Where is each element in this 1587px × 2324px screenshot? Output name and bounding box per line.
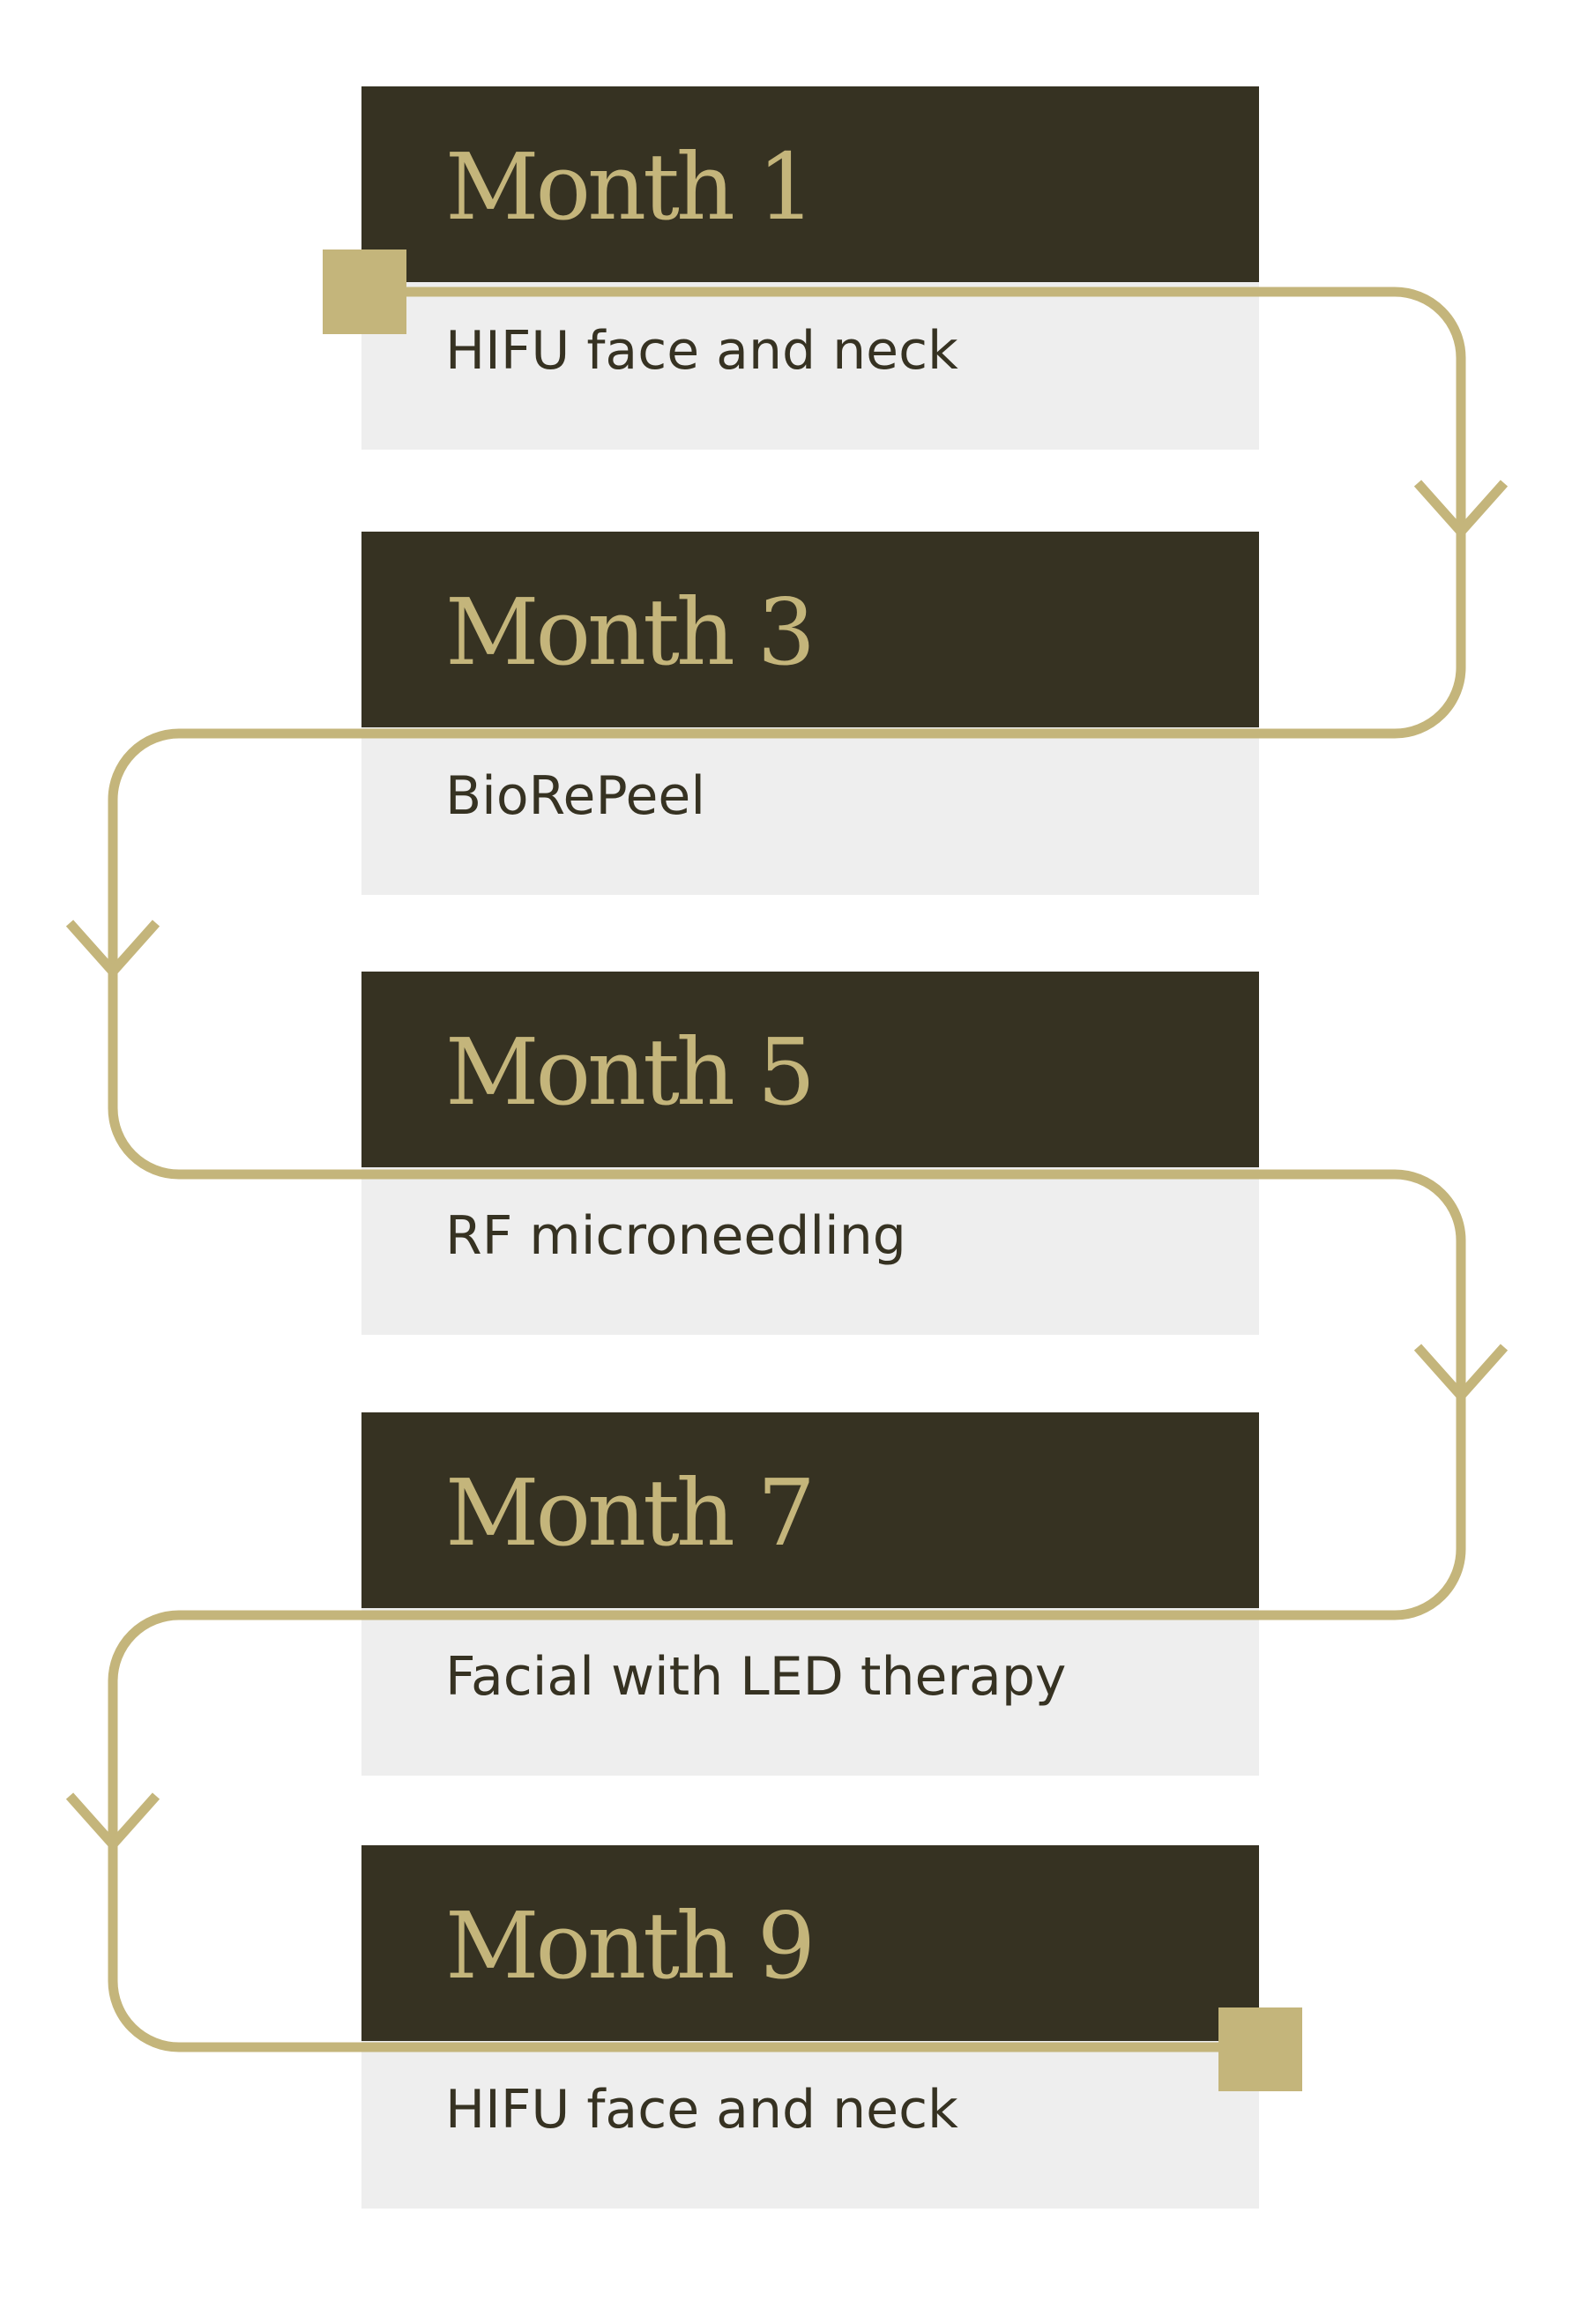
step-body: BioRePeel [361,727,1259,895]
step-header: Month 3 [361,532,1259,727]
step-treatment: HIFU face and neck [445,320,958,382]
step-treatment: RF microneedling [445,1205,906,1267]
step-header: Month 5 [361,972,1259,1167]
end-marker-icon [1218,2007,1302,2091]
step-body: HIFU face and neck [361,282,1259,450]
step-body: RF microneedling [361,1167,1259,1335]
step-month: Month 5 [445,1018,816,1126]
step-treatment: BioRePeel [445,765,705,827]
step-header: Month 1 [361,86,1259,282]
step-header: Month 9 [361,1845,1259,2041]
arrow-down-icon [1413,480,1509,540]
step-month: Month 1 [445,133,816,241]
arrow-down-icon [65,1792,160,1852]
step-treatment: Facial with LED therapy [445,1646,1067,1708]
connector-path [108,287,1466,2052]
step-month: Month 9 [445,1892,816,2000]
step-body: HIFU face and neck [361,2041,1259,2209]
step-card-4: Month 7 Facial with LED therapy [361,1412,1259,1776]
step-card-2: Month 3 BioRePeel [361,532,1259,895]
arrow-down-icon [65,920,160,980]
step-card-3: Month 5 RF microneedling [361,972,1259,1335]
arrow-down-icon [1413,1344,1509,1404]
step-card-5: Month 9 HIFU face and neck [361,1845,1259,2209]
step-month: Month 3 [445,578,816,686]
step-treatment: HIFU face and neck [445,2079,958,2141]
step-card-1: Month 1 HIFU face and neck [361,86,1259,450]
start-marker-icon [323,250,406,334]
step-body: Facial with LED therapy [361,1608,1259,1776]
step-month: Month 7 [445,1459,816,1567]
step-header: Month 7 [361,1412,1259,1608]
